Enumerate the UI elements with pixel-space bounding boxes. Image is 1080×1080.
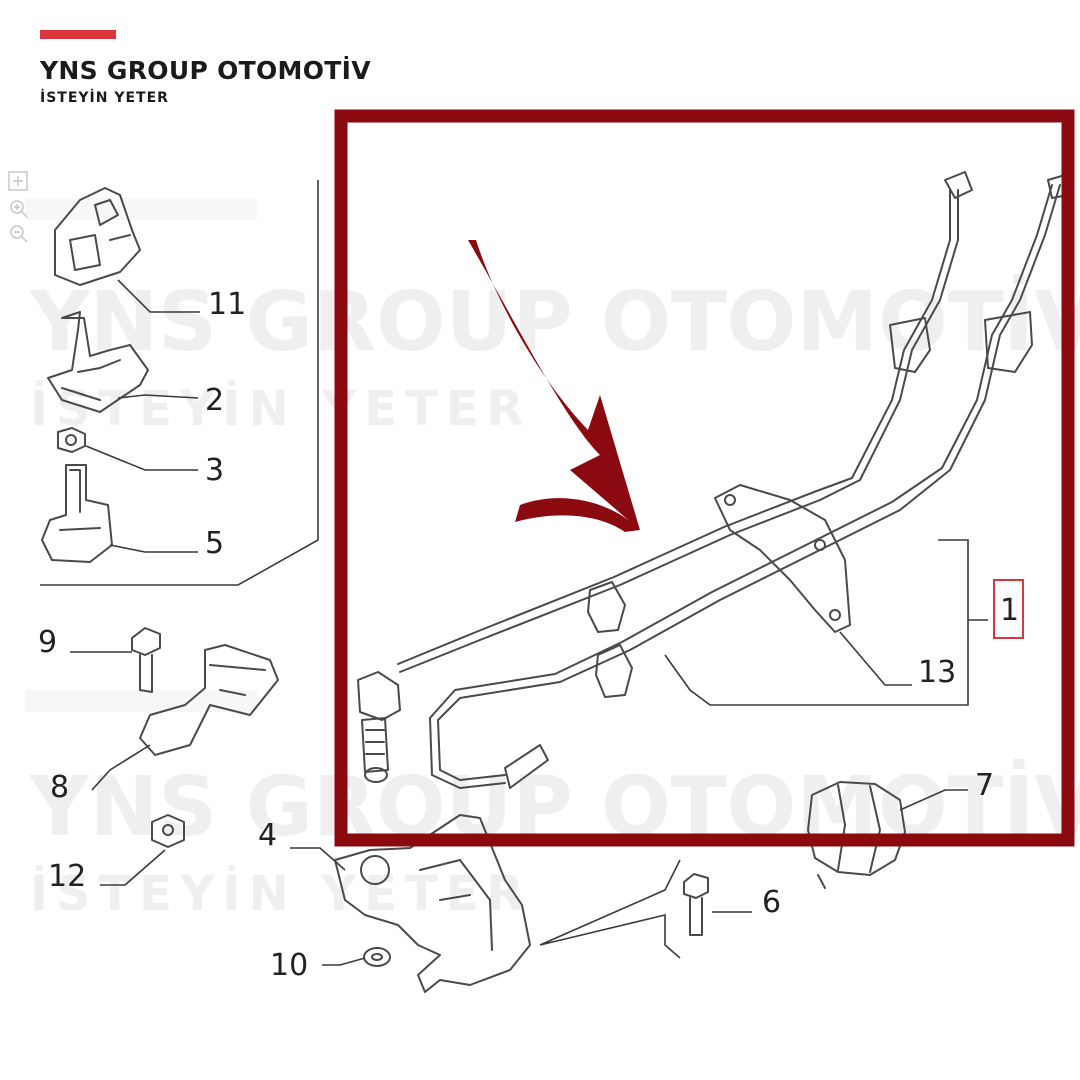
callout-5: 5 <box>205 526 224 561</box>
brand-name: YNS GROUP OTOMOTİV <box>40 56 371 85</box>
pointer-arrow-icon <box>468 240 640 530</box>
leader-4 <box>290 847 346 871</box>
fit-view-icon[interactable] <box>8 171 28 191</box>
part-5-clip <box>41 464 113 563</box>
highlight-frame <box>334 109 1075 847</box>
leader-8 <box>91 744 151 791</box>
leader-10 <box>322 957 366 966</box>
pointer-arrow-tail <box>515 498 640 532</box>
callout-6: 6 <box>762 885 781 920</box>
callout-7: 7 <box>975 768 994 803</box>
part-7-bushing <box>807 781 906 889</box>
watermark-brand-top: YNS GROUP OTOMOTİV <box>29 274 1080 370</box>
leader-2 <box>117 394 199 399</box>
group-leader-6 <box>539 859 681 959</box>
part-10-washer <box>363 947 391 967</box>
leader-3 <box>85 445 198 471</box>
callout-4: 4 <box>258 818 277 853</box>
callout-11: 11 <box>208 287 246 322</box>
cable-assembly-part-1 <box>357 171 1069 789</box>
callout-10: 10 <box>270 948 308 983</box>
part-8-lever <box>139 644 279 756</box>
callout-9: 9 <box>38 625 57 660</box>
watermark-tagline-bottom: İSTEYİN YETER <box>30 865 532 922</box>
callout-2: 2 <box>205 383 224 418</box>
part-9-bolt <box>131 627 161 693</box>
brand-tagline: İSTEYİN YETER <box>40 90 169 106</box>
leader-7 <box>899 789 968 811</box>
watermark-layer: YNS GROUP OTOMOTİV İSTEYİN YETER YNS GRO… <box>25 198 1080 922</box>
group-frame-line <box>40 180 319 586</box>
callout-13: 13 <box>918 655 956 690</box>
zoom-in-icon[interactable] <box>10 200 28 218</box>
callout-8: 8 <box>50 770 69 805</box>
part-6-bolt <box>683 873 709 936</box>
leader-13 <box>839 631 912 686</box>
callout-3: 3 <box>205 453 224 488</box>
part-3-nut <box>57 427 86 453</box>
callout-1: 1 <box>1000 593 1019 628</box>
leader-11 <box>117 279 200 313</box>
callout-1-box <box>993 579 1024 639</box>
leader-5 <box>109 544 198 553</box>
leader-12 <box>100 849 166 886</box>
callout-12: 12 <box>48 859 86 894</box>
zoom-out-icon[interactable] <box>10 225 28 243</box>
brand-accent-bar <box>40 30 116 39</box>
part-12-nut <box>151 814 185 848</box>
part-11-bracket <box>54 187 141 286</box>
part-4-bracket <box>334 814 531 993</box>
watermark-tagline-top: İSTEYİN YETER <box>30 380 532 437</box>
leader-1-bracket <box>664 539 988 706</box>
